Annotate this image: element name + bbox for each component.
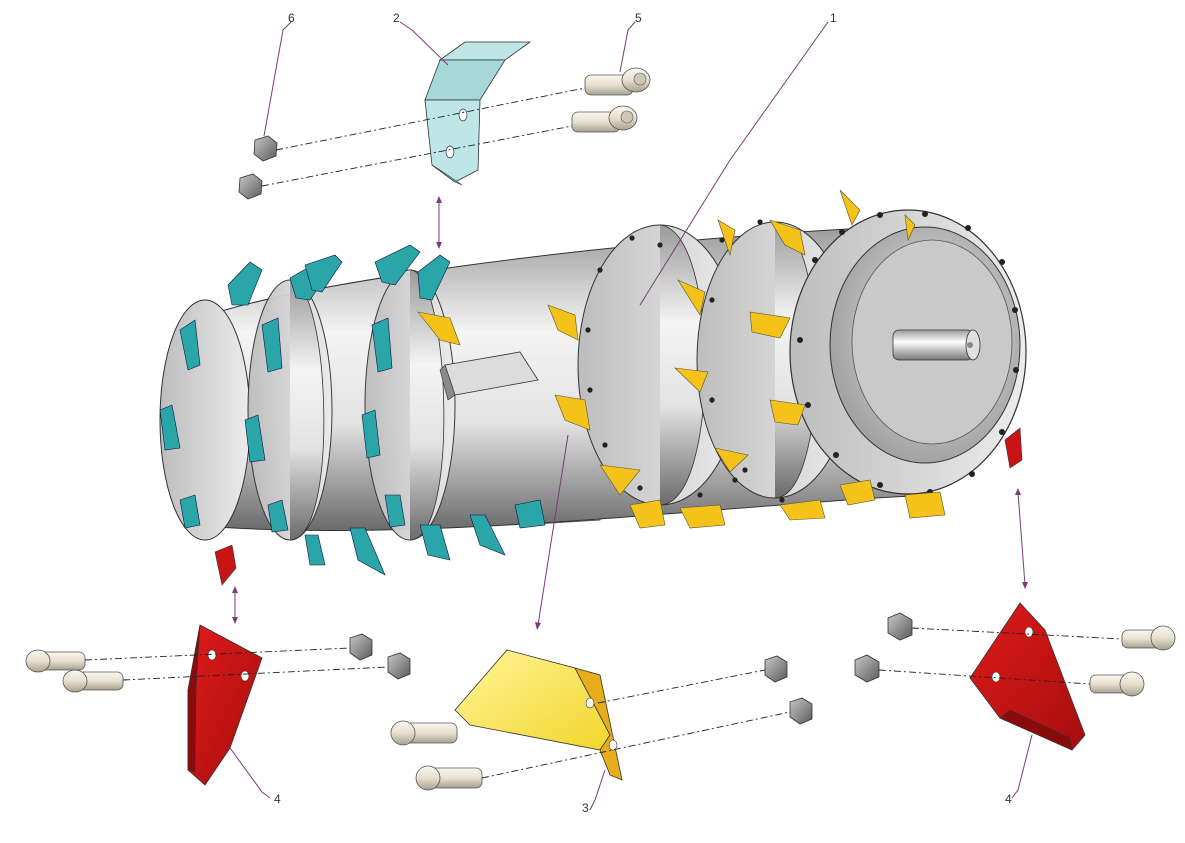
red-tip-left [214, 544, 237, 586]
bolt-left-1 [25, 649, 86, 673]
nut-right-1 [887, 612, 913, 641]
nut-left-1 [349, 633, 373, 661]
nut-left-2 [387, 652, 411, 680]
bolt-right-2 [1089, 671, 1145, 697]
callout-3: 3 [582, 801, 589, 815]
mounting-bracket [424, 41, 532, 186]
red-blade-left [187, 624, 263, 786]
red-tip-right [1004, 427, 1023, 469]
bolt-mid-1 [390, 720, 458, 746]
bolt-top-2 [571, 105, 638, 133]
callout-5: 5 [635, 11, 642, 25]
nut-top-2 [238, 173, 263, 200]
bolt-top-1 [584, 67, 651, 96]
callout-4-right: 4 [1005, 792, 1012, 806]
teal-blades [159, 244, 546, 576]
nut-top-1 [253, 135, 278, 162]
yellow-blades [417, 189, 946, 529]
rotor-drum [159, 209, 1027, 541]
callout-2: 2 [393, 11, 400, 25]
red-blade-right [969, 602, 1086, 751]
callout-4-left: 4 [274, 792, 281, 806]
bolt-left-2 [62, 669, 124, 693]
bolt-mid-2 [415, 765, 483, 791]
nut-right-2 [854, 654, 880, 683]
callout-6: 6 [288, 11, 295, 25]
nut-mid-2 [789, 697, 813, 725]
yellow-blade [454, 649, 623, 781]
callout-1: 1 [830, 11, 837, 25]
nut-mid-1 [764, 655, 788, 683]
bolt-right-1 [1121, 625, 1176, 651]
